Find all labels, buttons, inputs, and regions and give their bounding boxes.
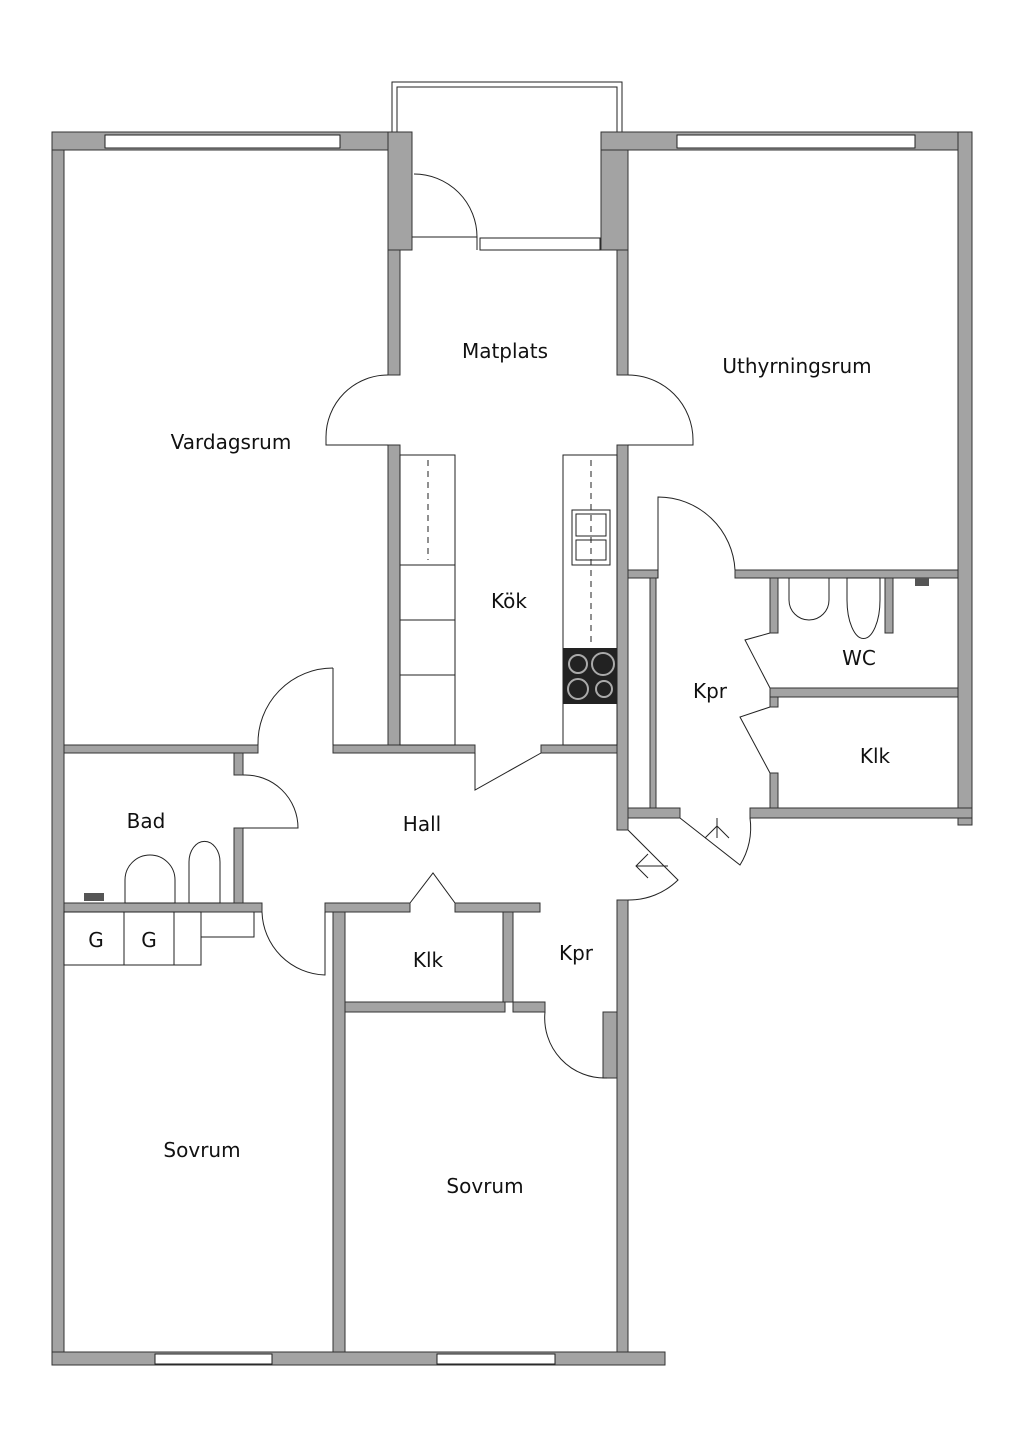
labels: Matplats Vardagsrum Uthyrningsrum Kök Kp… [88, 339, 890, 1198]
toilet-icon [188, 840, 221, 904]
room-label-klk-right: Klk [860, 744, 891, 768]
room-label-sovrum-right: Sovrum [446, 1174, 523, 1198]
room-label-vardagsrum: Vardagsrum [171, 430, 292, 454]
windows [104, 134, 916, 1365]
wc-washbasin-icon [788, 578, 830, 621]
room-label-uthyrningsrum: Uthyrningsrum [722, 354, 871, 378]
fixture-label-g2: G [141, 928, 157, 952]
room-label-kpr-lower: Kpr [559, 941, 594, 965]
room-label-bad: Bad [127, 809, 166, 833]
wc-toilet-icon [846, 577, 881, 639]
bathroom-fixtures [63, 577, 929, 966]
room-label-kpr-upper: Kpr [693, 679, 728, 703]
washbasin-icon [124, 854, 176, 904]
fixture-label-g1: G [88, 928, 104, 952]
tap-icon [84, 893, 104, 901]
room-label-klk-center: Klk [413, 948, 444, 972]
doors [242, 173, 771, 1079]
kitchen-counters [399, 454, 618, 746]
room-label-sovrum-left: Sovrum [163, 1138, 240, 1162]
sink-icon [575, 513, 607, 537]
balcony-railing [391, 81, 623, 133]
room-label-kok: Kök [491, 589, 527, 613]
room-label-wc: WC [842, 646, 876, 670]
room-label-hall: Hall [403, 812, 441, 836]
room-label-matplats: Matplats [462, 339, 548, 363]
